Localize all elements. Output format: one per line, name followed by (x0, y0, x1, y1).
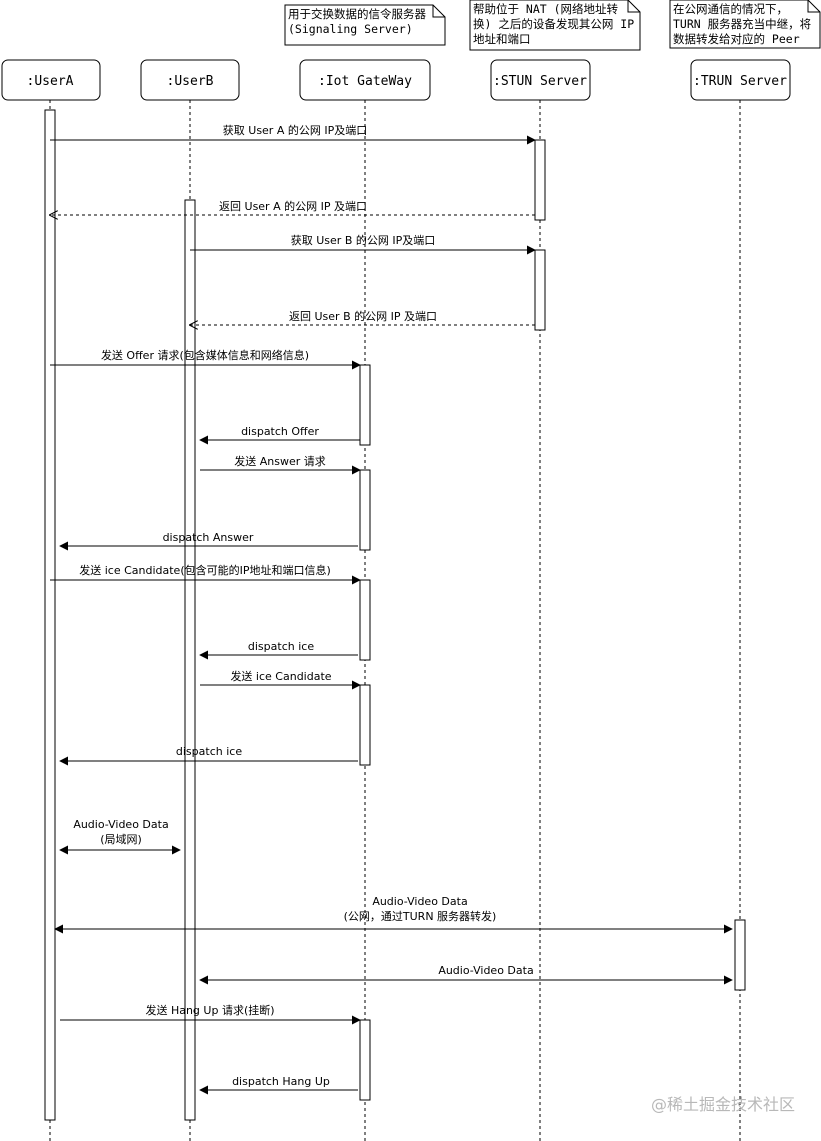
message-label: dispatch Hang Up (232, 1075, 330, 1088)
note-line: 地址和端口 (473, 32, 531, 46)
message-m11: 发送 ice Candidate (200, 669, 361, 690)
note-line: 换) 之后的设备发现其公网 IP (473, 17, 634, 31)
activation-bar-turn (734, 919, 746, 991)
message-m5: 发送 Offer 请求(包含媒体信息和网络信息) (50, 348, 361, 370)
lifelines (49, 100, 741, 1141)
message-label: 获取 User B 的公网 IP及端口 (291, 233, 435, 247)
note-line: TURN 服务器充当中继，将 (673, 17, 811, 31)
activation-bar-gateway (359, 684, 371, 766)
participant-userB: :UserB (140, 59, 240, 101)
activation-bar-gateway (359, 469, 371, 551)
activation-bar-gateway (359, 364, 371, 446)
message-label: 发送 ice Candidate (230, 669, 331, 683)
participant-gateway: :Iot GateWay (299, 59, 431, 101)
participant-label: :UserA (27, 74, 74, 89)
participants: :UserA :UserB :Iot GateWay :STUN Server :TRU… (1, 59, 791, 101)
message-label: 发送 Answer 请求 (234, 454, 326, 468)
message-label: 获取 User A 的公网 IP及端口 (223, 123, 367, 137)
notes: 用于交换数据的信令服务器(Signaling Server) 帮助位于 NAT (… (284, 0, 821, 51)
message-label: 发送 Hang Up 请求(挂断) (145, 1003, 274, 1017)
message-label: 返回 User A 的公网 IP 及端口 (219, 199, 367, 213)
message-label: dispatch ice (248, 640, 314, 653)
message-label: 发送 Offer 请求(包含媒体信息和网络信息) (101, 348, 309, 362)
participant-label: :TRUN Server (693, 74, 787, 89)
activation-bar-gateway (359, 1019, 371, 1101)
message-m13: Audio-Video Data (局域网) (59, 818, 181, 855)
message-m6: dispatch Offer (199, 425, 360, 445)
message-m15: Audio-Video Data (199, 964, 733, 985)
activation-bar-stun (534, 139, 546, 221)
activation-bar-gateway (359, 579, 371, 661)
note-line: 在公网通信的情况下， (673, 2, 788, 16)
message-m3: 获取 User B 的公网 IP及端口 (190, 233, 536, 255)
message-label: dispatch ice (176, 745, 242, 758)
participant-stun: :STUN Server (490, 59, 591, 101)
message-label: Audio-Video Data (73, 818, 168, 831)
message-label: 发送 ice Candidate(包含可能的IP地址和端口信息) (79, 563, 331, 577)
participant-turn: :TRUN Server (690, 59, 791, 101)
activation-bar-userB (184, 199, 196, 1121)
message-label: dispatch Offer (241, 425, 319, 438)
activation-bar-userA (44, 109, 56, 1121)
message-label: (公网，通过TURN 服务器转发) (344, 909, 497, 923)
participant-label: :STUN Server (493, 74, 587, 89)
message-m2: 返回 User A 的公网 IP 及端口 (50, 199, 535, 215)
activation-bars (44, 109, 746, 1121)
message-label: Audio-Video Data (438, 964, 533, 977)
participant-label: :UserB (167, 74, 214, 89)
message-m9: 发送 ice Candidate(包含可能的IP地址和端口信息) (50, 563, 361, 585)
message-label: 返回 User B 的公网 IP 及端口 (289, 309, 437, 323)
message-m8: dispatch Answer (59, 531, 358, 551)
note-line: 用于交换数据的信令服务器 (288, 7, 426, 21)
note-signaling: 用于交换数据的信令服务器(Signaling Server) (284, 4, 446, 46)
message-m10: dispatch ice (199, 640, 358, 660)
message-m14: Audio-Video Data(公网，通过TURN 服务器转发) (54, 895, 733, 934)
participant-userA: :UserA (1, 59, 101, 101)
activation-bar-stun (534, 249, 546, 331)
message-m17: dispatch Hang Up (199, 1075, 358, 1095)
message-label: (局域网) (100, 833, 142, 846)
message-m7: 发送 Answer 请求 (200, 454, 361, 475)
note-line: 帮助位于 NAT (网络地址转 (473, 2, 619, 16)
participant-label: :Iot GateWay (318, 74, 412, 89)
note-line: (Signaling Server) (288, 22, 413, 36)
message-m16: 发送 Hang Up 请求(挂断) (60, 1003, 361, 1025)
watermark: @稀土掘金技术社区 (651, 1095, 795, 1114)
message-m4: 返回 User B 的公网 IP 及端口 (190, 309, 535, 325)
message-label: dispatch Answer (163, 531, 254, 544)
note-line: 数据转发给对应的 Peer (673, 32, 800, 46)
message-m12: dispatch ice (59, 745, 358, 766)
message-m1: 获取 User A 的公网 IP及端口 (50, 123, 536, 145)
message-label: Audio-Video Data (372, 895, 467, 908)
